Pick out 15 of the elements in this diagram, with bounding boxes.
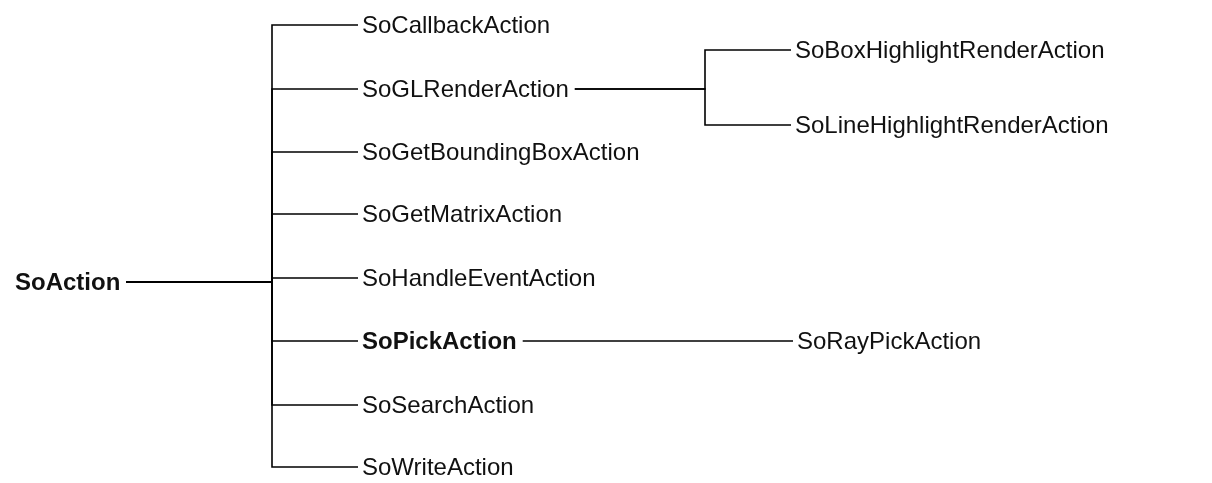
class-name: SoGLRenderAction — [362, 75, 569, 103]
class-name: SoSearchAction — [362, 391, 535, 419]
connector-line — [125, 281, 359, 468]
class-name: SoPickAction — [362, 327, 517, 355]
connector-line — [521, 340, 794, 342]
class-name: SoWriteAction — [362, 453, 514, 481]
class-name: SoBoxHighlightRenderAction — [795, 36, 1105, 64]
class-name: SoLineHighlightRenderAction — [795, 111, 1109, 139]
class-name: SoHandleEventAction — [362, 264, 596, 292]
class-name: SoGetMatrixAction — [362, 200, 563, 228]
class-name: SoCallbackAction — [362, 11, 551, 39]
class-name: SoAction — [15, 268, 121, 296]
connector-line — [574, 88, 792, 126]
class-name: SoGetBoundingBoxAction — [362, 138, 640, 166]
class-name: SoRayPickAction — [797, 327, 982, 355]
